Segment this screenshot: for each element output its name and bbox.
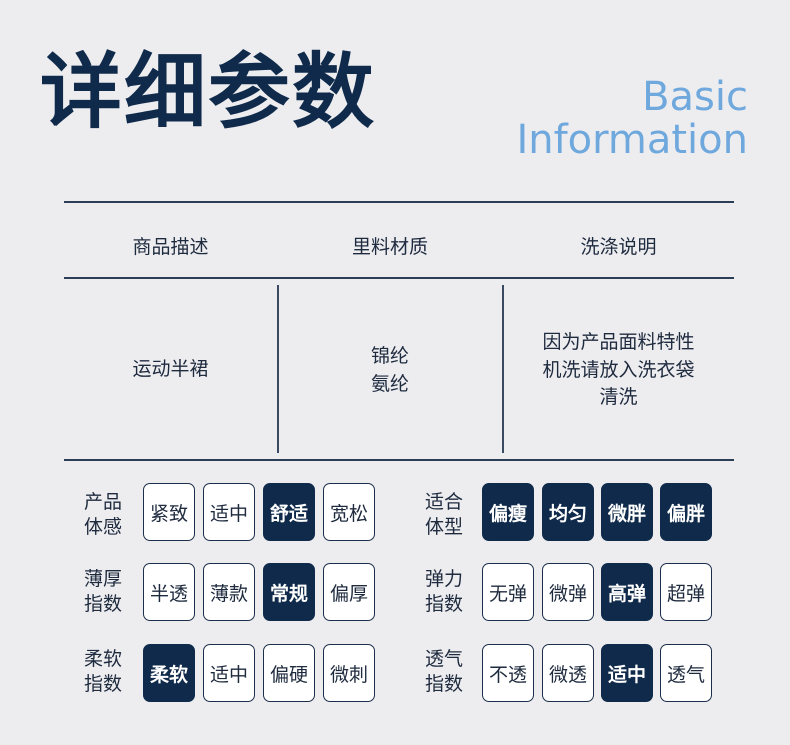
- cell-text: 氨纶: [370, 372, 409, 395]
- label-line: 体型: [424, 515, 463, 538]
- header-washing-instructions: 洗涤说明: [580, 236, 657, 258]
- option-tag: 微弹: [542, 563, 594, 621]
- label-line: 指数: [83, 592, 122, 615]
- cell-text: 锦纶: [370, 345, 409, 367]
- page-title: 详细参数: [40, 45, 377, 140]
- option-tag: 无弹: [482, 563, 534, 621]
- cell-text: 运动半裙: [132, 358, 209, 380]
- option-tag: 超弹: [660, 563, 712, 621]
- option-tag: 微胖: [601, 483, 653, 541]
- table-bottom-rule: [64, 459, 734, 461]
- label-line: 透气: [424, 648, 463, 670]
- label-thickness: 薄厚 指数: [77, 567, 129, 616]
- option-tag: 半透: [143, 563, 195, 621]
- label-body-type: 适合 体型: [418, 490, 470, 539]
- header-product-description: 商品描述: [132, 236, 209, 258]
- option-tag: 微刺: [323, 644, 375, 702]
- option-tag: 偏瘦: [482, 483, 534, 541]
- option-tag: 微透: [542, 644, 594, 702]
- english-subtitle: Basic Information: [516, 74, 748, 164]
- english-subtitle-line-1: Basic: [642, 74, 748, 120]
- label-elasticity: 弹力 指数: [418, 567, 470, 616]
- cell-text: 清洗: [599, 386, 638, 409]
- label-softness: 柔软 指数: [77, 647, 129, 696]
- option-tag: 紧致: [143, 483, 195, 541]
- table-top-rule: [64, 201, 734, 203]
- cell-text: 因为产品面料特性: [542, 331, 695, 353]
- header-lining-material: 里料材质: [351, 236, 428, 258]
- option-tag: 高弹: [601, 563, 653, 621]
- option-tag: 适中: [601, 644, 653, 702]
- cell-lining-material: 锦纶 氨纶: [278, 343, 502, 398]
- label-line: 薄厚: [83, 568, 122, 590]
- option-tag: 舒适: [263, 483, 315, 541]
- option-tag: 偏厚: [323, 563, 375, 621]
- cell-washing-instructions: 因为产品面料特性 机洗请放入洗衣袋 清洗: [503, 329, 734, 412]
- option-tag: 均匀: [542, 483, 594, 541]
- table-header-rule: [64, 277, 734, 279]
- option-tag: 常规: [263, 563, 315, 621]
- option-tag: 适中: [203, 644, 255, 702]
- label-line: 弹力: [424, 568, 463, 590]
- option-tag: 透气: [660, 644, 712, 702]
- label-product-feel: 产品 体感: [77, 490, 129, 539]
- label-line: 指数: [424, 672, 463, 695]
- table-column-divider-1: [277, 285, 279, 453]
- option-tag: 宽松: [323, 483, 375, 541]
- label-line: 指数: [424, 592, 463, 615]
- option-tag: 适中: [203, 483, 255, 541]
- cell-text: 机洗请放入洗衣袋: [542, 358, 695, 381]
- option-tag: 偏硬: [263, 644, 315, 702]
- label-line: 体感: [83, 515, 122, 538]
- label-line: 适合: [424, 491, 463, 513]
- cell-product-description: 运动半裙: [64, 356, 277, 384]
- option-tag: 柔软: [143, 644, 195, 702]
- table-column-divider-2: [502, 285, 504, 453]
- label-line: 指数: [83, 672, 122, 695]
- option-tag: 不透: [482, 644, 534, 702]
- label-breathability: 透气 指数: [418, 647, 470, 696]
- option-tag: 偏胖: [660, 483, 712, 541]
- option-tag: 薄款: [203, 563, 255, 621]
- label-line: 产品: [83, 491, 122, 513]
- label-line: 柔软: [83, 648, 122, 670]
- english-subtitle-line-2: Information: [516, 117, 748, 164]
